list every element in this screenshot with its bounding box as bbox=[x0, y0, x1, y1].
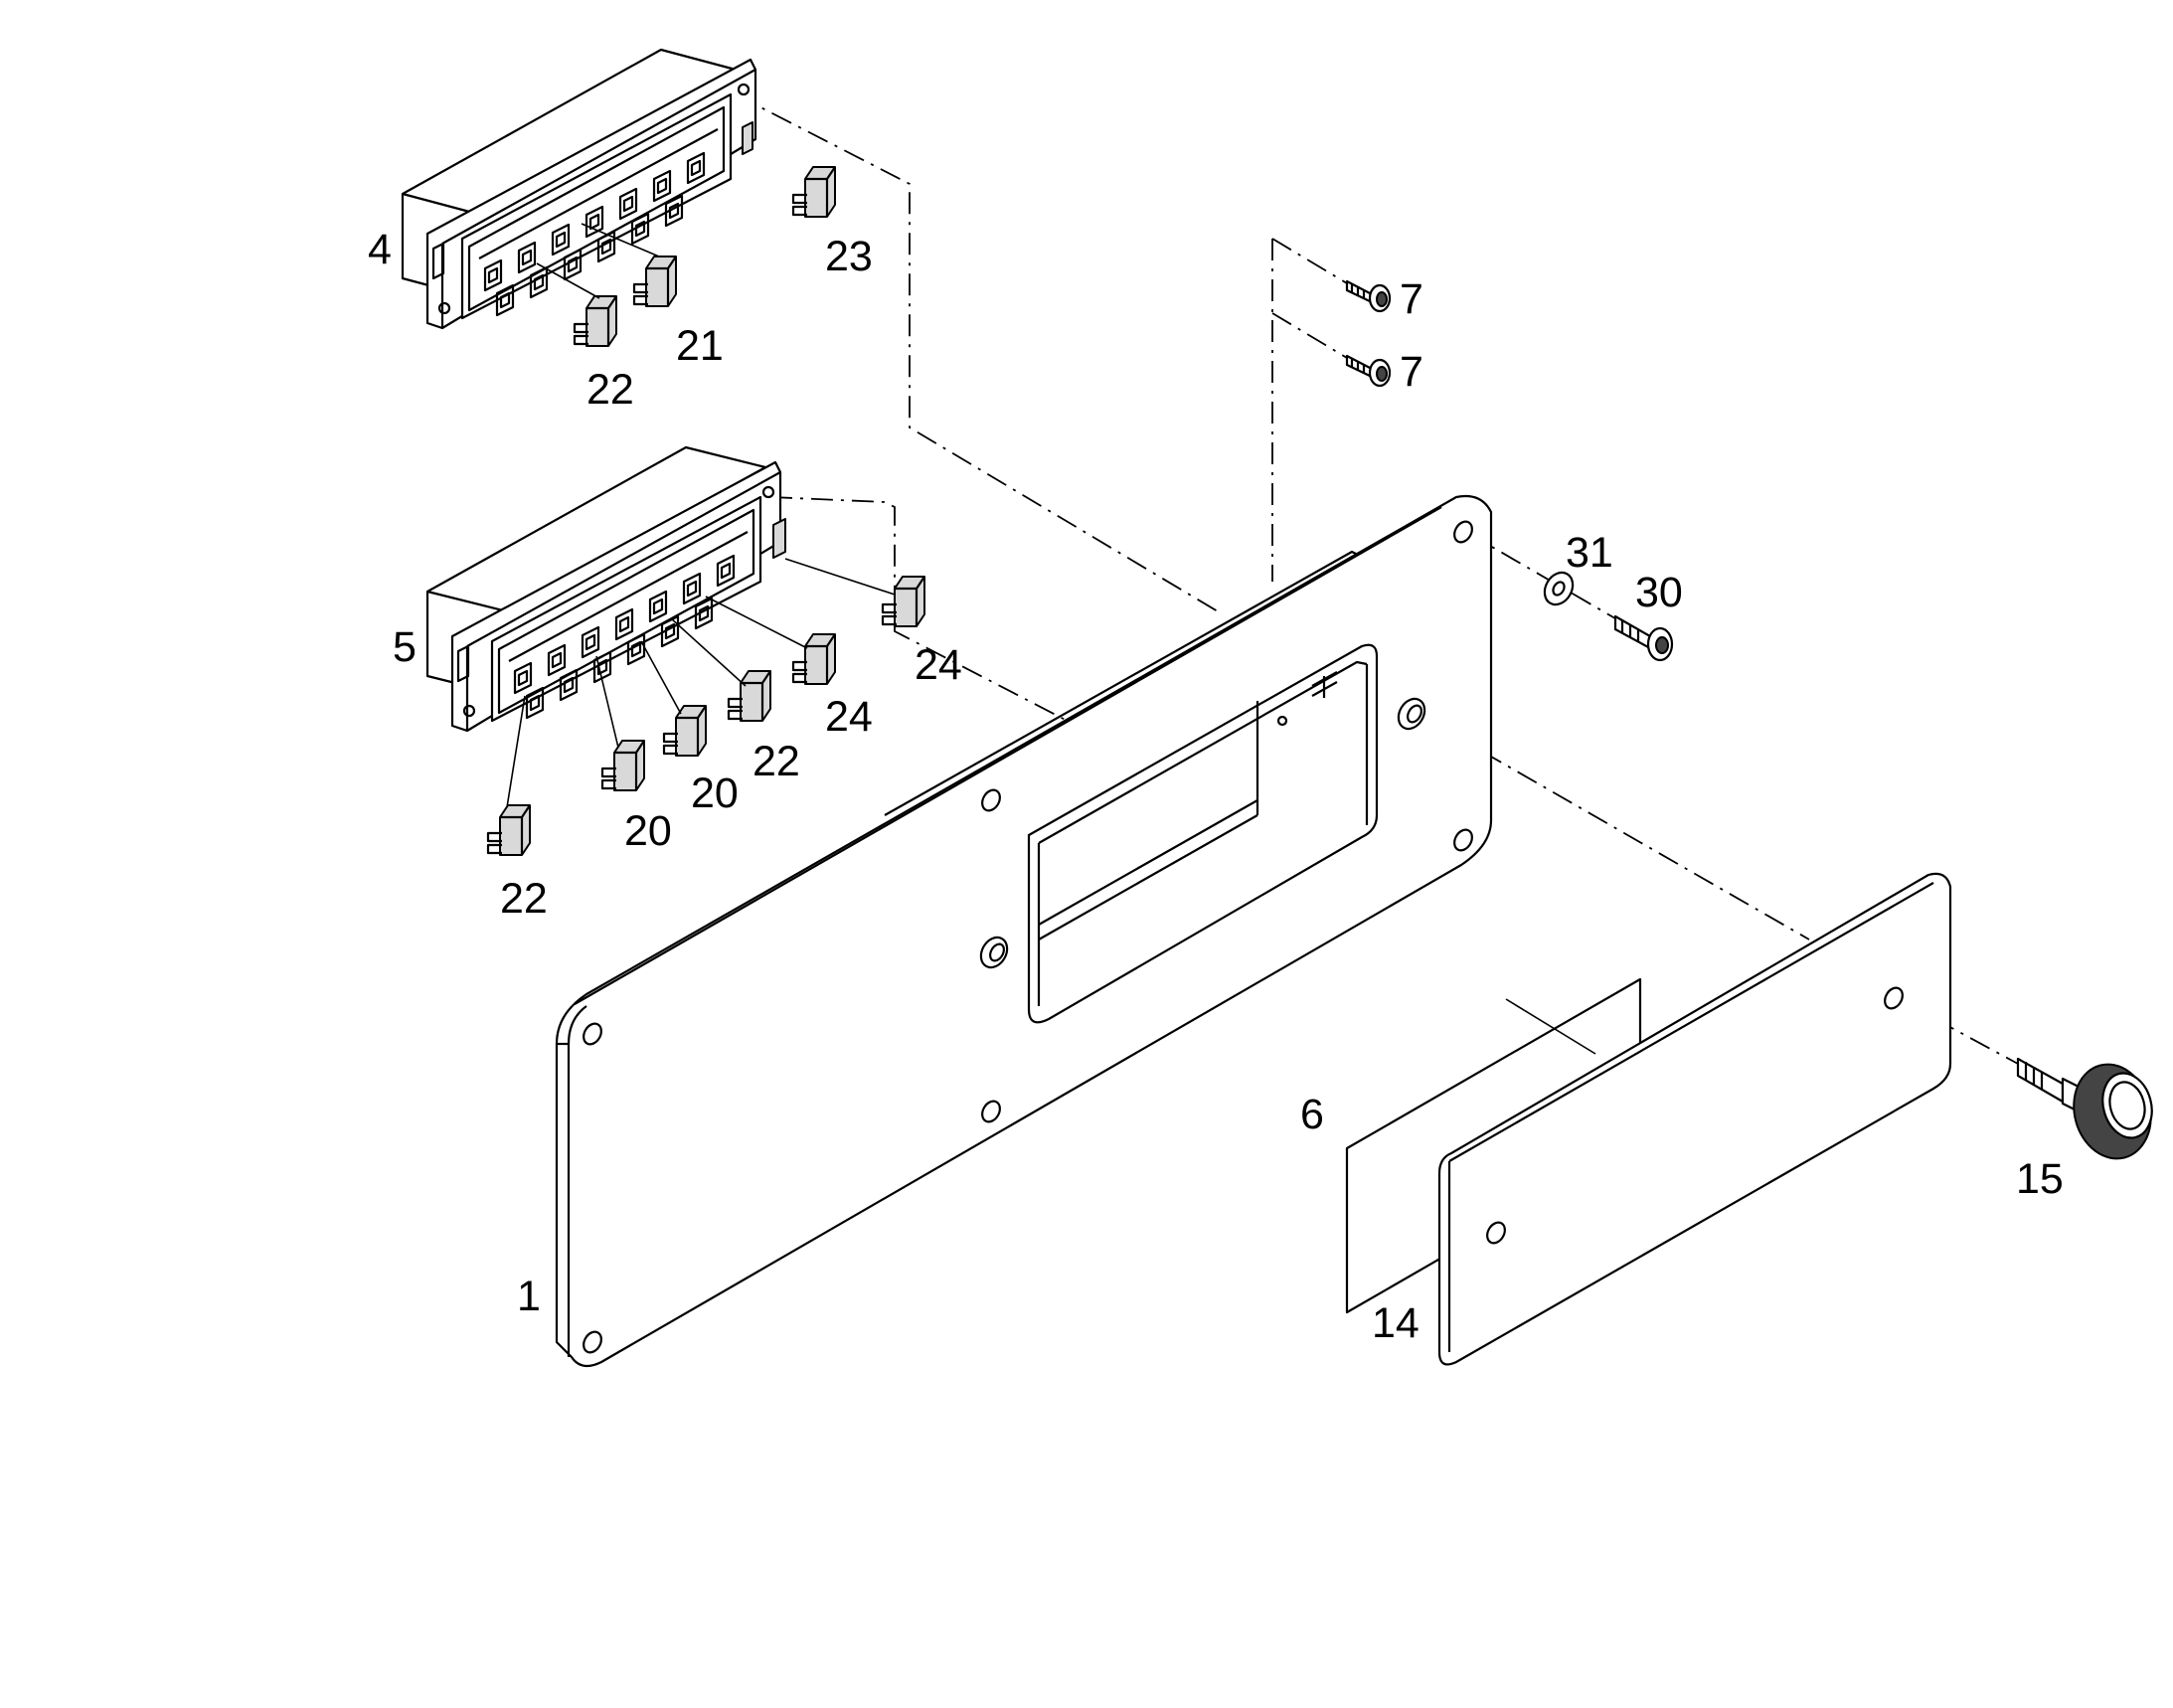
label-part-7-lower: 7 bbox=[1400, 348, 1423, 396]
fuse-22-upper bbox=[573, 294, 618, 348]
label-part-24-lower: 24 bbox=[825, 693, 873, 741]
cover-plate-14 bbox=[1437, 872, 1952, 1366]
label-part-1: 1 bbox=[517, 1273, 541, 1320]
leader-24-top bbox=[784, 558, 896, 596]
leader-24-lower bbox=[705, 596, 808, 649]
fuse-20-right bbox=[662, 704, 708, 758]
guide-line-screw7a bbox=[1271, 238, 1348, 284]
fuse-24-top bbox=[881, 575, 926, 628]
label-part-24-top: 24 bbox=[915, 641, 962, 689]
screw-7-upper bbox=[1345, 279, 1392, 313]
fuse-22-lower bbox=[486, 803, 532, 857]
fuse-block-4 bbox=[401, 48, 757, 330]
label-part-22-lower: 22 bbox=[500, 875, 548, 923]
assembly-guide-lines bbox=[735, 93, 2019, 1065]
leader-20-left bbox=[595, 655, 619, 749]
label-part-22-mid: 22 bbox=[752, 738, 800, 785]
label-part-15: 15 bbox=[2016, 1155, 2064, 1203]
fuse-23 bbox=[791, 165, 837, 219]
fuse-20-left bbox=[600, 739, 646, 792]
label-part-7-upper: 7 bbox=[1400, 275, 1423, 323]
main-plate-1 bbox=[555, 494, 1493, 1368]
label-part-4: 4 bbox=[368, 226, 392, 273]
leader-21 bbox=[581, 223, 660, 257]
fuse-24-lower bbox=[791, 632, 837, 686]
leader-22-mid bbox=[670, 617, 747, 687]
guide-line-screw7b bbox=[1271, 312, 1348, 359]
guide-line-knob15 bbox=[1898, 998, 2019, 1065]
fuse-21 bbox=[632, 255, 678, 308]
fuse-22-mid bbox=[727, 669, 772, 723]
label-part-30: 30 bbox=[1635, 569, 1683, 616]
callout-labels: 4 23 21 22 7 7 5 31 30 24 24 22 20 20 22… bbox=[368, 226, 2064, 1347]
label-part-31: 31 bbox=[1566, 529, 1613, 577]
guide-line-block5 bbox=[769, 496, 1164, 771]
label-part-20-left: 20 bbox=[624, 807, 672, 855]
label-part-14: 14 bbox=[1372, 1299, 1420, 1347]
screw-30 bbox=[1613, 614, 1674, 662]
guide-line-panel14 bbox=[1411, 710, 1810, 940]
thumb-knob-15 bbox=[2016, 1057, 2153, 1160]
label-part-21: 21 bbox=[676, 322, 724, 370]
label-part-20-right: 20 bbox=[691, 769, 739, 817]
label-part-22-upper: 22 bbox=[586, 366, 634, 414]
label-part-6: 6 bbox=[1300, 1091, 1324, 1138]
leader-22-upper bbox=[536, 262, 600, 299]
screw-7-lower bbox=[1345, 354, 1392, 388]
washer-31 bbox=[1543, 571, 1575, 606]
leader-20-right bbox=[640, 640, 682, 715]
guide-line-screw30 bbox=[1465, 531, 1621, 622]
leader-22-lower bbox=[506, 695, 526, 808]
fuse-block-5 bbox=[425, 445, 786, 733]
label-part-23: 23 bbox=[825, 233, 873, 280]
label-part-5: 5 bbox=[393, 623, 417, 671]
guide-line-block4 bbox=[735, 93, 1219, 612]
